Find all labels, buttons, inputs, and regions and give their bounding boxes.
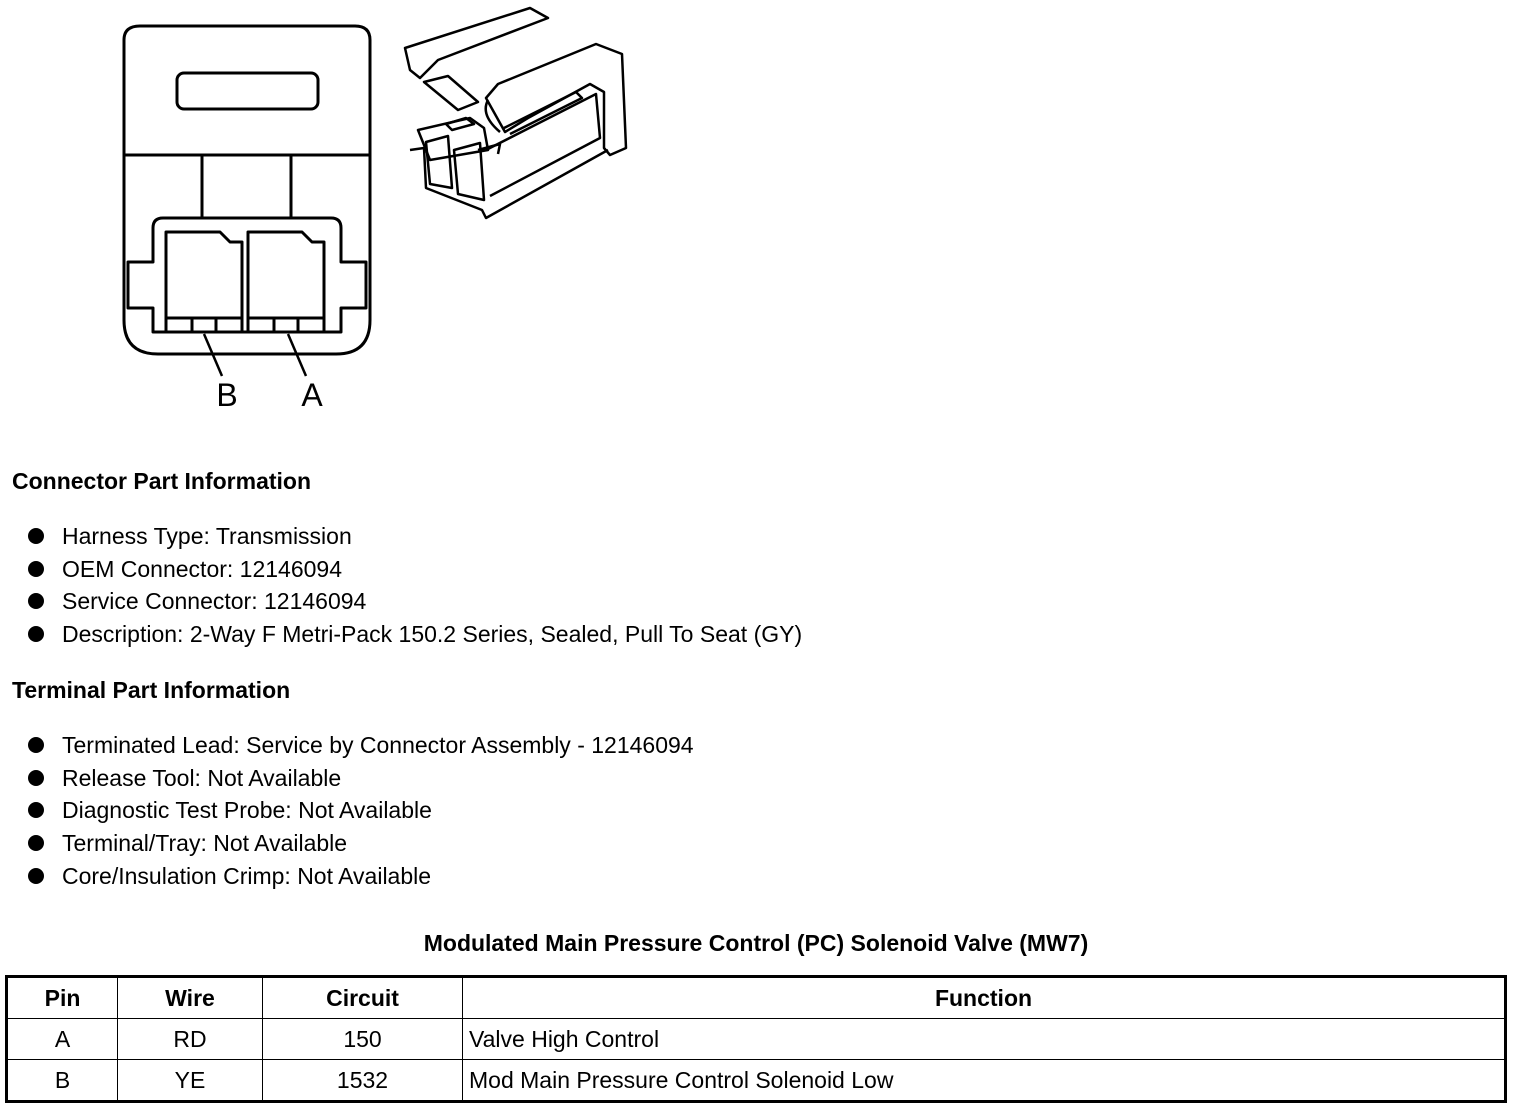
- table-row: B YE 1532 Mod Main Pressure Control Sole…: [6, 1059, 1506, 1102]
- list-item-text: Diagnostic Test Probe: Not Available: [62, 797, 432, 824]
- pin-label-a: A: [301, 377, 323, 413]
- connector-info-list: Harness Type: Transmission OEM Connector…: [28, 520, 802, 651]
- column-header-wire: Wire: [117, 976, 263, 1019]
- column-header-pin: Pin: [6, 976, 118, 1019]
- bullet-icon: [28, 560, 44, 577]
- cell-wire: RD: [117, 1018, 263, 1060]
- connector-isometric-view: [403, 6, 628, 220]
- pin-label-b: B: [216, 377, 237, 413]
- bullet-icon: [28, 527, 44, 544]
- cell-pin: B: [6, 1059, 118, 1102]
- bullet-icon: [28, 769, 44, 786]
- bullet-icon: [28, 834, 44, 851]
- list-item: Core/Insulation Crimp: Not Available: [28, 860, 694, 893]
- column-header-function: Function: [462, 976, 1506, 1019]
- connector-diagram: B A: [122, 6, 628, 413]
- list-item-text: OEM Connector: 12146094: [62, 555, 343, 582]
- list-item: Service Connector: 12146094: [28, 585, 802, 618]
- list-item-text: Release Tool: Not Available: [62, 764, 342, 791]
- list-item: Harness Type: Transmission: [28, 520, 802, 553]
- list-item-text: Terminated Lead: Service by Connector As…: [62, 732, 694, 758]
- list-item-text: Terminal/Tray: Not Available: [62, 830, 348, 857]
- list-item: OEM Connector: 12146094: [28, 553, 802, 586]
- bullet-icon: [28, 867, 44, 884]
- cell-function: Mod Main Pressure Control Solenoid Low: [462, 1059, 1506, 1102]
- list-item: Description: 2-Way F Metri-Pack 150.2 Se…: [28, 618, 802, 651]
- bullet-icon: [28, 802, 44, 819]
- connector-face-view: [122, 24, 372, 377]
- list-item-text: Harness Type: Transmission: [62, 523, 352, 549]
- column-header-circuit: Circuit: [262, 976, 463, 1019]
- list-item-text: Service Connector: 12146094: [62, 588, 367, 615]
- list-item: Release Tool: Not Available: [28, 762, 694, 795]
- cell-function: Valve High Control: [462, 1018, 1506, 1060]
- table-header-row: Pin Wire Circuit Function: [6, 976, 1506, 1019]
- pin-table-title: Modulated Main Pressure Control (PC) Sol…: [423, 930, 1089, 956]
- bullet-icon: [28, 593, 44, 610]
- bullet-icon: [28, 625, 44, 642]
- list-item-text: Description: 2-Way F Metri-Pack 150.2 Se…: [62, 621, 803, 648]
- list-item: Terminated Lead: Service by Connector As…: [28, 729, 694, 762]
- list-item: Diagnostic Test Probe: Not Available: [28, 794, 694, 827]
- pin-table: Pin Wire Circuit Function A RD 150 Valve…: [5, 975, 1507, 1103]
- bullet-icon: [28, 736, 44, 753]
- cell-wire: YE: [117, 1059, 263, 1102]
- terminal-info-list: Terminated Lead: Service by Connector As…: [28, 729, 694, 892]
- cell-circuit: 1532: [262, 1059, 463, 1102]
- list-item-text: Core/Insulation Crimp: Not Available: [62, 862, 432, 889]
- terminal-info-heading: Terminal Part Information: [12, 677, 291, 703]
- cell-pin: A: [6, 1018, 118, 1060]
- connector-info-heading: Connector Part Information: [12, 468, 312, 494]
- cell-circuit: 150: [262, 1018, 463, 1060]
- list-item: Terminal/Tray: Not Available: [28, 827, 694, 860]
- table-row: A RD 150 Valve High Control: [6, 1018, 1506, 1060]
